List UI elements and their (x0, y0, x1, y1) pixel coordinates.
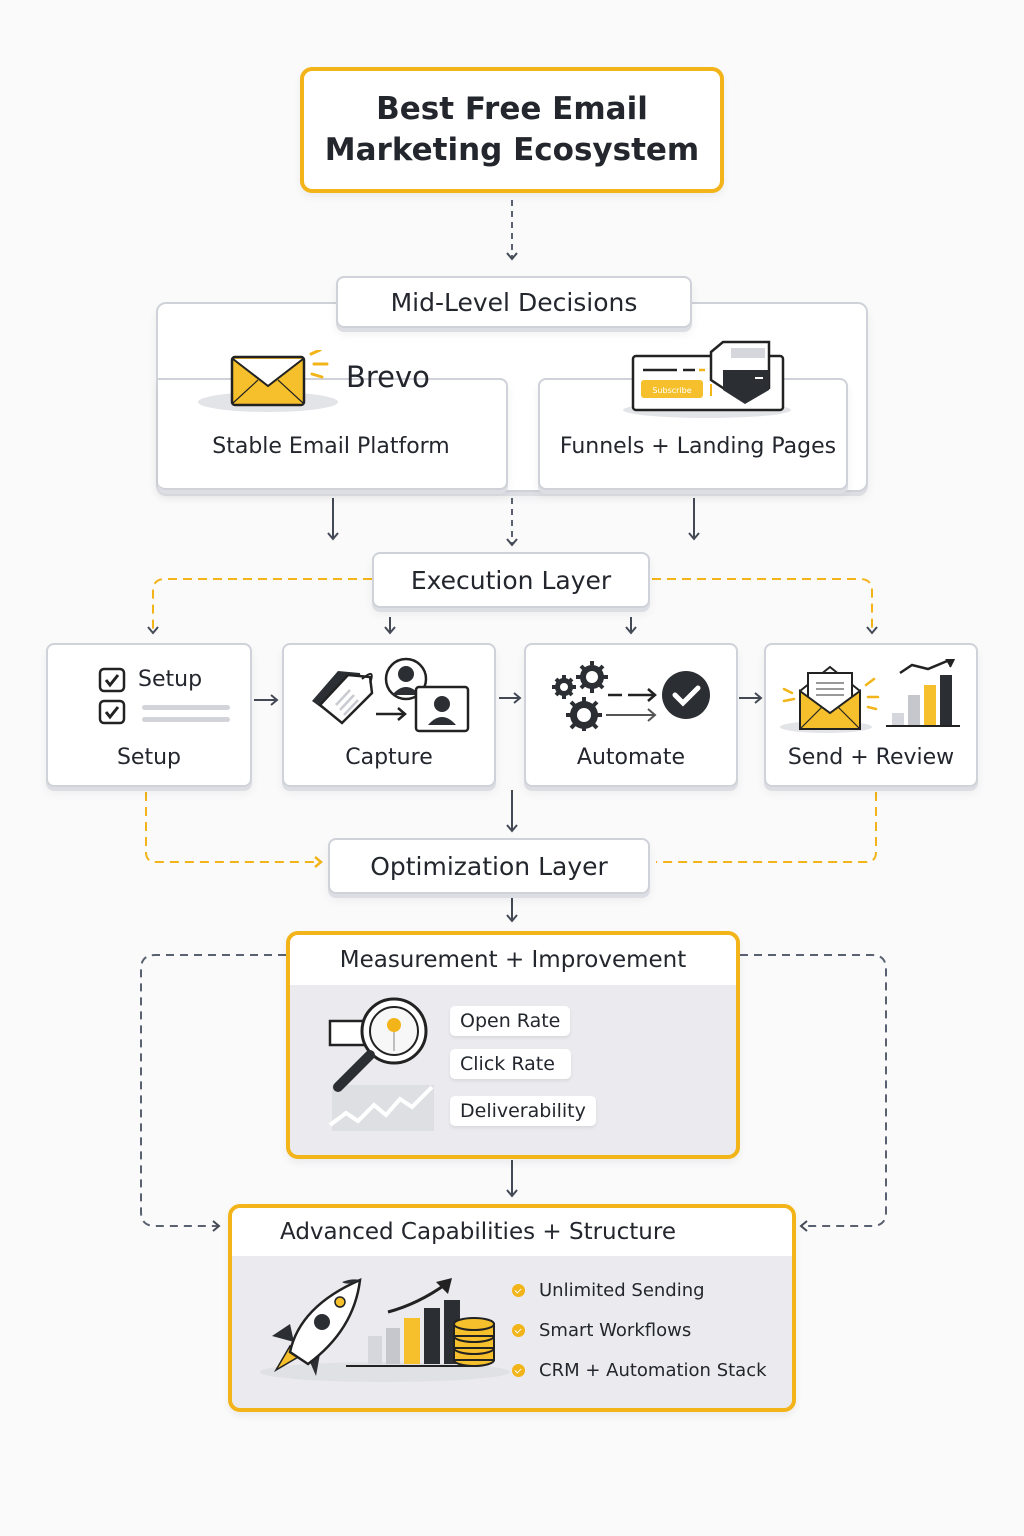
advanced-card: Advanced Capabilities + Structure (228, 1204, 796, 1412)
measurement-header-text: Measurement + Improvement (339, 947, 687, 973)
connector-setup-optimization (145, 792, 323, 868)
envelope-icon (198, 348, 338, 412)
step-setup-label: Setup (116, 745, 182, 770)
mid-level-header-text: Mid-Level Decisions (390, 287, 638, 317)
bullet-text: Smart Workflows (539, 1320, 692, 1341)
metric-open-rate: Open Rate (450, 1006, 571, 1036)
mid-left-label: Stable Email Platform (212, 434, 450, 459)
step-automate-label: Automate (576, 745, 686, 770)
connector-exec-setup (147, 578, 372, 635)
execution-layer-header: Execution Layer (372, 552, 650, 608)
magnifier-chart-icon (326, 995, 438, 1135)
measurement-card: Measurement + Improvement Open Rate Clic… (286, 931, 740, 1159)
landing-page-form-icon: Subscribe (623, 340, 793, 420)
step-send-review-label: Send + Review (787, 745, 955, 770)
step-send-review[interactable]: Send + Review (764, 643, 978, 787)
connector-loop-right (740, 954, 887, 1232)
check-dot-icon (512, 1284, 525, 1297)
advanced-bullet-unlimited-sending: Unlimited Sending (512, 1280, 705, 1301)
mid-level-header: Mid-Level Decisions (336, 276, 692, 328)
bullet-text: Unlimited Sending (539, 1280, 705, 1301)
brand-name: Brevo (346, 360, 430, 394)
envelope-chart-icon (780, 656, 964, 733)
step-capture-label: Capture (345, 745, 433, 770)
step-setup[interactable]: Setup Setup (46, 643, 252, 787)
title-line-1: Best Free Email (376, 91, 648, 127)
advanced-bullet-crm-automation: CRM + Automation Stack (512, 1360, 767, 1381)
mid-left-card[interactable] (158, 378, 508, 490)
advanced-header-text: Advanced Capabilities + Structure (280, 1219, 676, 1245)
check-dot-icon (512, 1324, 525, 1337)
advanced-header: Advanced Capabilities + Structure (232, 1208, 792, 1256)
optimization-layer-header: Optimization Layer (328, 838, 650, 894)
bullet-text: CRM + Automation Stack (539, 1360, 767, 1381)
rocket-growth-icon (260, 1276, 510, 1392)
measurement-header: Measurement + Improvement (290, 935, 736, 985)
execution-layer-header-text: Execution Layer (410, 565, 612, 595)
checklist-icon (98, 667, 238, 727)
step-automate[interactable]: Automate (524, 643, 738, 787)
check-dot-icon (512, 1364, 525, 1377)
title-box: Best Free Email Marketing Ecosystem (300, 67, 724, 193)
metric-click-rate: Click Rate (450, 1049, 571, 1079)
connector-exec-send (652, 578, 878, 635)
gears-to-check-icon (552, 661, 716, 733)
subscribe-button-text: Subscribe (652, 386, 691, 395)
advanced-bullet-smart-workflows: Smart Workflows (512, 1320, 691, 1341)
setup-inner-label: Setup (138, 667, 203, 692)
connector-send-optimization (656, 792, 877, 863)
connector-loop-left (140, 954, 286, 1232)
metric-deliverability: Deliverability (450, 1096, 596, 1126)
optimization-layer-header-text: Optimization Layer (370, 851, 608, 881)
tag-to-contact-icon (304, 657, 474, 733)
step-capture[interactable]: Capture (282, 643, 496, 787)
title-line-2: Marketing Ecosystem (324, 132, 700, 168)
mid-right-label: Funnels + Landing Pages (559, 434, 837, 459)
